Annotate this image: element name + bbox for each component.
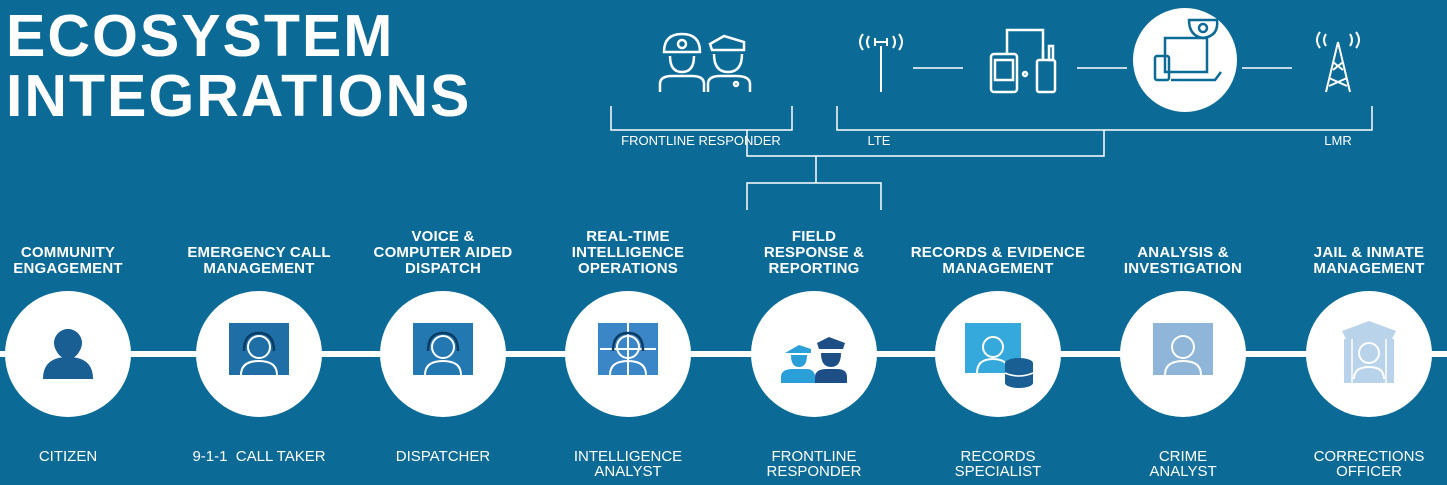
stage-heading: ANALYSIS &INVESTIGATION (1123, 244, 1243, 277)
lte-antenna-icon (859, 33, 903, 92)
frontline-responder-icon (781, 337, 847, 383)
radio-devices-icon (989, 28, 1057, 94)
role-label: DISPATCHER (395, 448, 491, 465)
join-bracket (746, 130, 1105, 157)
frontline-bracket (610, 106, 793, 131)
crime-analyst-icon (1153, 323, 1213, 376)
frontline-responder-label: FRONTLINE RESPONDER (621, 133, 781, 148)
stage-circle (196, 291, 322, 417)
network-bracket (836, 106, 1373, 131)
call-taker-icon (229, 323, 289, 376)
citizen-icon (43, 329, 93, 379)
records-specialist-icon (965, 323, 1034, 388)
role-label: 9-1-1 CALL TAKER (192, 448, 326, 465)
stage-circle (935, 291, 1061, 417)
firefighter-police-icon (658, 32, 752, 92)
stage-circle (1306, 291, 1432, 417)
title-line-2: INTEGRATIONS (6, 63, 472, 129)
camera-devices-icon (1133, 8, 1237, 112)
page-title: ECOSYSTEM INTEGRATIONS (6, 6, 471, 126)
role-label: CITIZEN (38, 448, 98, 465)
lmr-label: LMR (1324, 133, 1352, 148)
stage-circle (1120, 291, 1246, 417)
stage-circle (565, 291, 691, 417)
intelligence-analyst-icon (598, 323, 658, 376)
stage-circle (751, 291, 877, 417)
corrections-officer-icon (1342, 321, 1396, 383)
stage-circle (380, 291, 506, 417)
title-line-1: ECOSYSTEM (6, 3, 395, 69)
stage-circle (5, 291, 131, 417)
field-bracket (746, 182, 882, 210)
lte-label: LTE (867, 133, 891, 148)
lmr-tower-icon (1316, 31, 1360, 93)
dispatcher-icon (413, 323, 473, 376)
